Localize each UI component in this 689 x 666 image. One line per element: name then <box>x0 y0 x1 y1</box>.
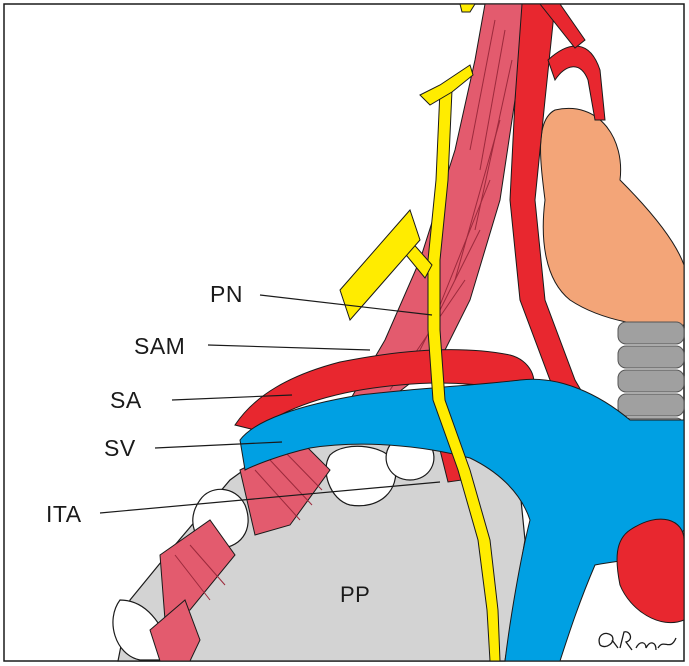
label-sv: SV <box>104 435 136 461</box>
label-sam: SAM <box>134 333 185 359</box>
label-pn: PN <box>210 281 243 307</box>
label-sa: SA <box>110 387 142 413</box>
label-ita: ITA <box>46 501 82 527</box>
label-pp: PP <box>340 582 370 607</box>
